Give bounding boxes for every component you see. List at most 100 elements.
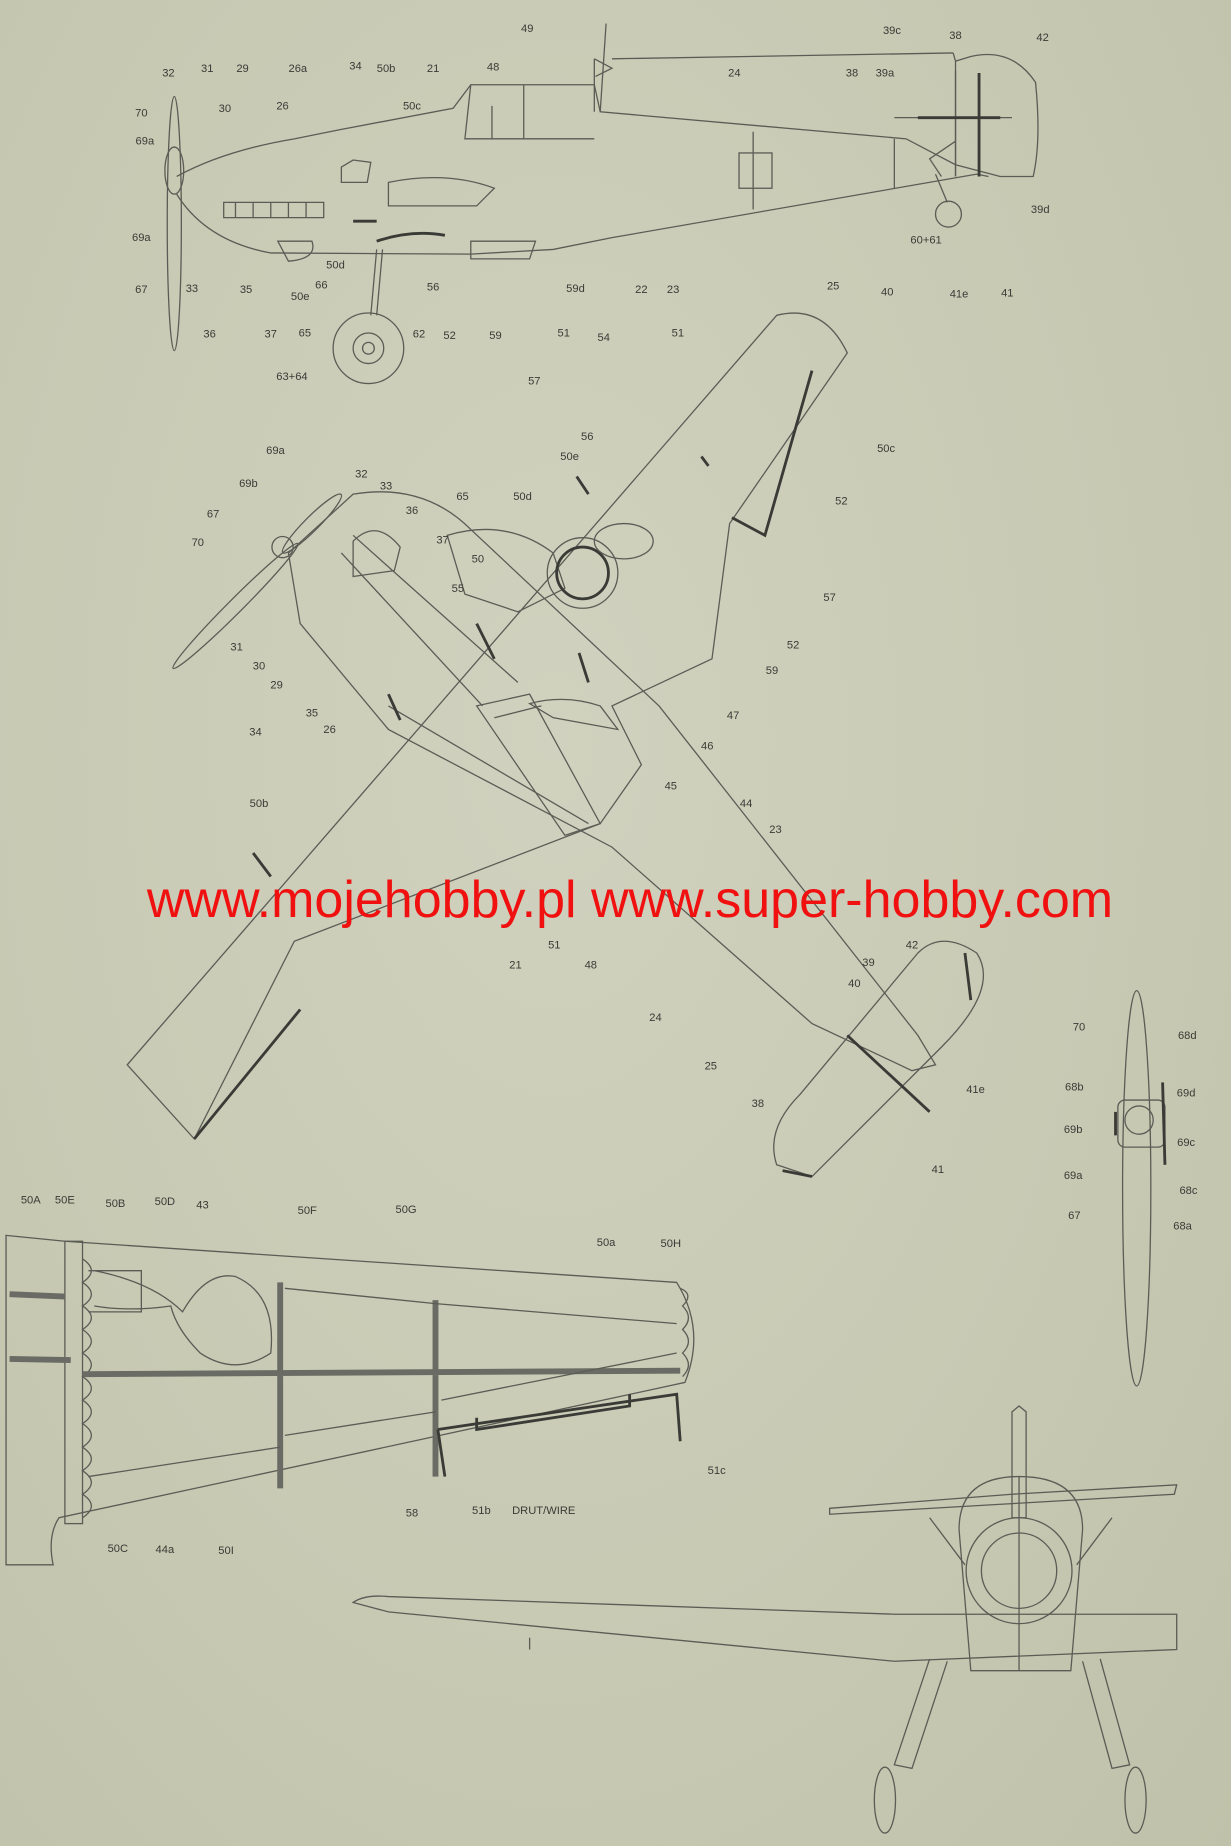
top-view-part-label: 65	[456, 491, 468, 503]
top-view-part-label: 69a	[266, 445, 285, 457]
top-view-part-label: 41	[932, 1164, 944, 1176]
top-view-part-label: 67	[207, 509, 219, 521]
top-view-part-label: 25	[705, 1060, 717, 1072]
propeller-view-part-label: 70	[1073, 1022, 1085, 1034]
top-view-part-label: 44	[740, 798, 752, 810]
side-view-part-label: 26a	[289, 63, 308, 75]
top-view-part-label: 37	[436, 535, 448, 547]
side-view-drawing	[164, 23, 1039, 385]
top-view-part-label: 39	[862, 957, 874, 969]
propeller-view-part-label: 69b	[1064, 1124, 1083, 1136]
side-view-part-label: 39c	[883, 25, 901, 37]
top-view-part-label: 52	[835, 496, 847, 508]
top-view-part-label: 40	[848, 978, 860, 990]
top-view-part-label: 50e	[560, 451, 579, 463]
side-view-part-label: 41	[1001, 287, 1013, 299]
top-view-part-label: 59	[766, 665, 778, 677]
propeller-view-part-label: 69a	[1064, 1170, 1083, 1182]
wing-view-part-label: 58	[406, 1508, 418, 1520]
side-view-part-label: 50c	[403, 100, 421, 112]
wing-view-part-label: 50F	[298, 1205, 317, 1217]
top-view-part-label: 50c	[877, 443, 895, 455]
wing-view-part-label: 44a	[156, 1544, 175, 1556]
top-view-part-label: 47	[727, 710, 739, 722]
top-view-part-label: 46	[701, 740, 713, 752]
side-view-part-label: 67	[135, 284, 147, 296]
side-view-part-label: 59	[489, 330, 501, 342]
side-view-part-label: 39d	[1031, 204, 1050, 216]
top-view-part-label: 34	[249, 726, 261, 738]
side-view-part-label: 36	[203, 329, 215, 341]
side-view-part-label: 50b	[377, 63, 396, 75]
top-view-part-label: 26	[323, 724, 335, 736]
top-view-part-label: 56	[581, 431, 593, 443]
top-view-part-label: 33	[380, 480, 392, 492]
side-view-part-label: 21	[427, 63, 439, 75]
propeller-view-part-label: 69d	[1177, 1088, 1196, 1100]
wing-view-part-label: 43	[196, 1199, 208, 1211]
side-view-part-label: 38	[846, 67, 858, 79]
side-view-part-label: 40	[881, 286, 893, 298]
wing-view-part-label: 51b	[472, 1505, 491, 1517]
top-view-part-label: 52	[787, 639, 799, 651]
side-view-part-label: 34	[349, 60, 361, 72]
top-view-drawing	[126, 312, 985, 1178]
wing-view-part-label: 50H	[661, 1238, 681, 1250]
side-view-part-label: 66	[315, 279, 327, 291]
side-view-part-label: 37	[265, 329, 277, 341]
side-view-part-label: 51	[558, 327, 570, 339]
side-view-part-label: 38	[949, 30, 961, 42]
top-view-part-label: 70	[192, 537, 204, 549]
side-view-part-label: 39a	[876, 67, 895, 79]
top-view-part-label: 30	[253, 660, 265, 672]
top-view-part-label: 36	[406, 505, 418, 517]
watermark-text: www.mojehobby.pl www.super-hobby.com	[146, 871, 1114, 929]
wing-view-part-label: 50I	[218, 1545, 234, 1557]
side-view-part-label: 29	[236, 63, 248, 75]
side-view-part-label: 56	[427, 282, 439, 294]
side-view-part-label: 41e	[950, 289, 969, 301]
wing-detail-drawing	[5, 1234, 695, 1566]
wing-view-part-label: 50C	[108, 1543, 128, 1555]
side-view-part-label: 52	[443, 330, 455, 342]
propeller-view-part-label: 69c	[1177, 1137, 1195, 1149]
side-view-part-label: 48	[487, 62, 499, 74]
wing-view-part-label: DRUT/WIRE	[512, 1505, 575, 1517]
top-view-part-label: 35	[306, 708, 318, 720]
side-view-part-label: 30	[219, 103, 231, 115]
side-view-part-label: 50d	[326, 259, 345, 271]
side-view-part-label: 60+61	[910, 235, 941, 247]
side-view-part-label: 23	[667, 284, 679, 296]
side-view-part-label: 35	[240, 284, 252, 296]
top-view-part-label: 42	[906, 939, 918, 951]
side-view-part-label: 54	[598, 332, 610, 344]
side-view-part-label: 49	[521, 23, 533, 35]
side-view-part-label: 26	[276, 100, 288, 112]
propeller-view-drawing	[1114, 990, 1167, 1387]
top-view-part-label: 69b	[239, 478, 258, 490]
side-view-part-label: 65	[299, 327, 311, 339]
side-view-part-label: 69a	[132, 232, 151, 244]
side-view-part-label: 32	[162, 67, 174, 79]
wing-view-part-label: 50D	[155, 1196, 175, 1208]
top-view-part-label: 21	[509, 959, 521, 971]
side-view-part-label: 57	[528, 376, 540, 388]
propeller-view-part-label: 68d	[1178, 1030, 1197, 1042]
wing-view-part-label: 50B	[106, 1198, 126, 1210]
top-view-part-label: 41e	[966, 1084, 985, 1096]
propeller-view-part-label: 67	[1068, 1210, 1080, 1222]
side-view-part-label: 22	[635, 284, 647, 296]
top-view-part-label: 50d	[513, 491, 532, 503]
wing-view-part-label: 50G	[396, 1204, 417, 1216]
top-view-part-label: 29	[270, 679, 282, 691]
propeller-view-part-label: 68b	[1065, 1082, 1084, 1094]
top-view-part-label: 50b	[250, 798, 269, 810]
top-view-part-label: 32	[355, 469, 367, 481]
side-view-part-label: 42	[1036, 32, 1048, 44]
wing-view-part-label: 51c	[708, 1465, 726, 1477]
side-view-part-label: 24	[728, 67, 740, 79]
top-view-part-label: 51	[672, 327, 684, 339]
